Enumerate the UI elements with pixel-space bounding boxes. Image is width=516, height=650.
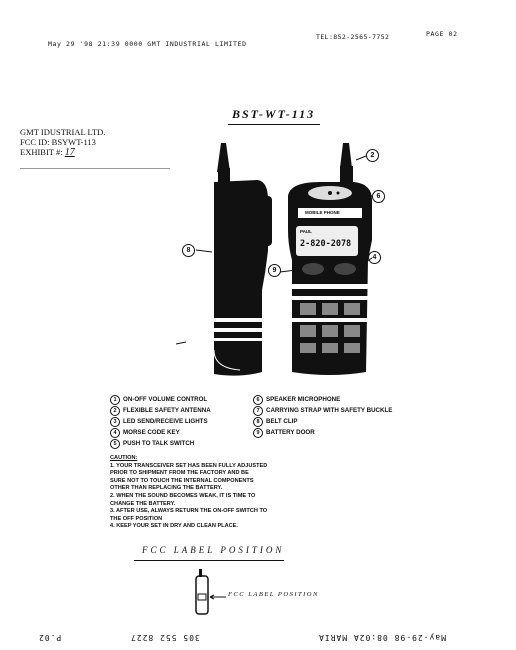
fcc-label-annotation: FCC LABEL POSITION — [228, 591, 319, 598]
caution-line: OTHER THAN REPLACING THE BATTERY. — [110, 485, 223, 492]
display-name: PAUL — [300, 229, 312, 234]
exhibit-label: EXHIBIT #: — [20, 147, 63, 157]
phone-front-view — [288, 143, 372, 375]
callout-6: 6 — [372, 190, 385, 203]
caution-line: THE OFF POSITION — [110, 515, 163, 522]
separator-line — [20, 168, 170, 169]
caution-line: CHANGE THE BATTERY. — [110, 500, 176, 507]
company-name: GMT IDUSTRIAL LTD. — [20, 127, 106, 137]
callout-2: 2 — [366, 149, 379, 162]
caution-line: 3. AFTER USE, ALWAYS RETURN THE ON-OFF S… — [110, 508, 268, 515]
callout-4: 4 — [368, 251, 381, 264]
caution-line: 1. YOUR TRANSCEIVER SET HAS BEEN FULLY A… — [110, 462, 268, 469]
exhibit-row: EXHIBIT #: 17 — [20, 147, 105, 158]
caution-block: CAUTION: 1. YOUR TRANSCEIVER SET HAS BEE… — [110, 455, 267, 531]
fax-telephone: TEL:852-2565-7752 — [316, 33, 390, 41]
display-number: 2-820-2078 — [300, 239, 352, 249]
fax-footer-page: P.02 — [38, 633, 62, 642]
fcc-heading-underline — [134, 560, 284, 561]
caution-title: CAUTION: — [110, 455, 138, 461]
caution-line: SURE NOT TO TOUCH THE INTERNAL COMPONENT… — [110, 477, 254, 484]
fax-header-line: May 29 '98 21:39 0000 GMT INDUSTRIAL LIM… — [48, 40, 247, 48]
caution-line: PRIOR TO SHIPMENT FROM THE FACTORY AND B… — [110, 470, 249, 477]
fcc-label-heading: FCC LABEL POSITION — [142, 545, 285, 555]
fcc-label-phone-sketch — [195, 569, 226, 615]
applicant-block: GMT IDUSTRIAL LTD. FCC ID: BSYWT-113 EXH… — [20, 127, 105, 158]
callout-8: 8 — [182, 244, 195, 257]
fax-page-number: PAGE 02 — [426, 30, 458, 38]
fax-footer-timestamp: May-29-98 08:02A MARIA — [318, 633, 446, 642]
callout-9: 9 — [268, 264, 281, 277]
model-title: BST-WT-113 — [232, 107, 316, 121]
model-title-underline — [228, 124, 320, 125]
fcc-id: FCC ID: BSYWT-113 — [20, 137, 96, 147]
display-brand: MOBILE PHONE — [305, 210, 340, 215]
caution-line: 4. KEEP YOUR SET IN DRY AND CLEAN PLACE. — [110, 523, 238, 530]
exhibit-number: 17 — [64, 147, 75, 158]
fax-footer-phone: 305 552 8227 — [130, 633, 200, 642]
phone-side-view — [175, 143, 272, 376]
caution-line: 2. WHEN THE SOUND BECOMES WEAK, IT IS TI… — [110, 492, 256, 499]
